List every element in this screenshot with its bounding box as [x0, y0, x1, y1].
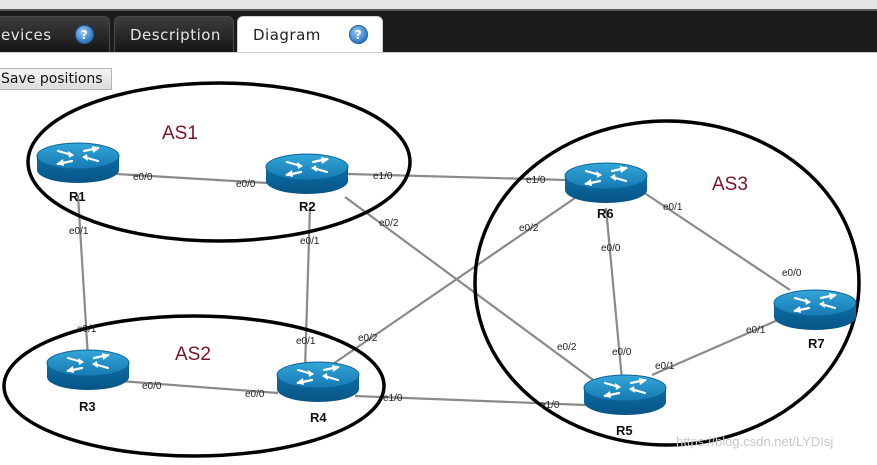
link-r4-r6	[329, 197, 576, 367]
save-positions-button[interactable]: Save positions	[0, 68, 112, 90]
router-label: R1	[69, 189, 86, 204]
router-r5[interactable]: R5	[582, 373, 668, 438]
top-strip	[0, 0, 877, 9]
if-label-r7-e0-1: e0/1	[746, 325, 766, 336]
as3-label: AS3	[712, 174, 748, 195]
if-label-r3-e0-1: e0/1	[77, 324, 97, 335]
if-label-r5-e0-2: e0/2	[557, 342, 577, 353]
watermark-text: https://blog.csdn.net/LYDIsj	[676, 434, 833, 449]
if-label-r2-e1-0: e1/0	[373, 171, 393, 182]
if-label-r5-e0-1: e0/1	[655, 361, 675, 372]
if-label-r4-e0-0: e0/0	[245, 389, 265, 400]
if-label-r4-e1-0: e1/0	[383, 393, 403, 404]
router-label: R7	[808, 336, 825, 351]
help-icon[interactable]: ?	[349, 25, 368, 44]
if-label-r2-e0-2: e0/2	[379, 218, 399, 229]
tab-description-label: Description	[130, 26, 221, 44]
link-r1-r3	[76, 194, 90, 359]
as1-boundary	[26, 81, 412, 243]
as1-label: AS1	[162, 123, 198, 144]
if-label-r1-e0-0: e0/0	[133, 172, 153, 183]
link-r3-r4	[119, 379, 279, 395]
if-label-r5-e0-0: e0/0	[612, 347, 632, 358]
if-label-r6-e1-0: e1/0	[526, 175, 546, 186]
router-label: R4	[310, 410, 327, 425]
router-icon	[563, 161, 649, 205]
router-icon	[264, 152, 350, 196]
link-r6-r5	[604, 207, 624, 381]
router-icon	[275, 360, 361, 404]
if-label-r5-e1-0: e1/0	[540, 400, 560, 411]
if-label-r1-e0-1: e0/1	[69, 226, 89, 237]
if-label-r4-e0-1: e0/1	[296, 336, 316, 347]
tab-diagram[interactable]: Diagram ?	[237, 16, 383, 52]
if-label-r7-e0-0: e0/0	[782, 268, 802, 279]
if-label-r6-e0-2: e0/2	[519, 223, 539, 234]
link-r2-r4	[303, 206, 312, 371]
link-r2-r6	[347, 172, 567, 182]
tab-diagram-label: Diagram	[253, 26, 321, 44]
as2-label: AS2	[175, 344, 211, 365]
router-icon	[35, 141, 121, 185]
router-icon	[772, 288, 858, 332]
if-label-r2-e0-0: e0/0	[236, 179, 256, 190]
as2-boundary	[2, 314, 386, 458]
link-r2-r5	[344, 196, 601, 386]
router-r3[interactable]: R3	[45, 348, 131, 414]
diagram-panel	[0, 52, 877, 465]
tab-description[interactable]: Description	[114, 16, 234, 52]
router-r4[interactable]: R4	[275, 360, 361, 425]
if-label-r6-e0-0: e0/0	[601, 243, 621, 254]
router-r7[interactable]: R7	[772, 288, 858, 351]
router-r2[interactable]: R2	[264, 152, 350, 214]
if-label-r3-e0-0: e0/0	[142, 381, 162, 392]
tab-devices[interactable]: evices ?	[0, 16, 110, 52]
link-r5-r7	[651, 318, 779, 377]
router-icon	[45, 348, 131, 392]
if-label-r4-e0-2: e0/2	[358, 333, 378, 344]
router-label: R6	[597, 206, 614, 221]
if-label-r6-e0-1: e0/1	[663, 202, 683, 213]
link-r1-r2	[99, 171, 269, 185]
link-r4-r5	[354, 394, 587, 407]
link-r6-r7	[639, 189, 791, 291]
help-icon[interactable]: ?	[75, 25, 94, 44]
router-label: R3	[79, 399, 96, 414]
tab-devices-label: evices	[1, 26, 52, 44]
top-divider	[0, 9, 877, 11]
router-label: R2	[299, 199, 316, 214]
router-r1[interactable]: R1	[35, 141, 121, 204]
router-icon	[582, 373, 668, 417]
router-r6[interactable]: R6	[563, 161, 649, 221]
as3-boundary	[473, 119, 861, 447]
if-label-r2-e0-1: e0/1	[300, 236, 320, 247]
router-label: R5	[616, 423, 633, 438]
